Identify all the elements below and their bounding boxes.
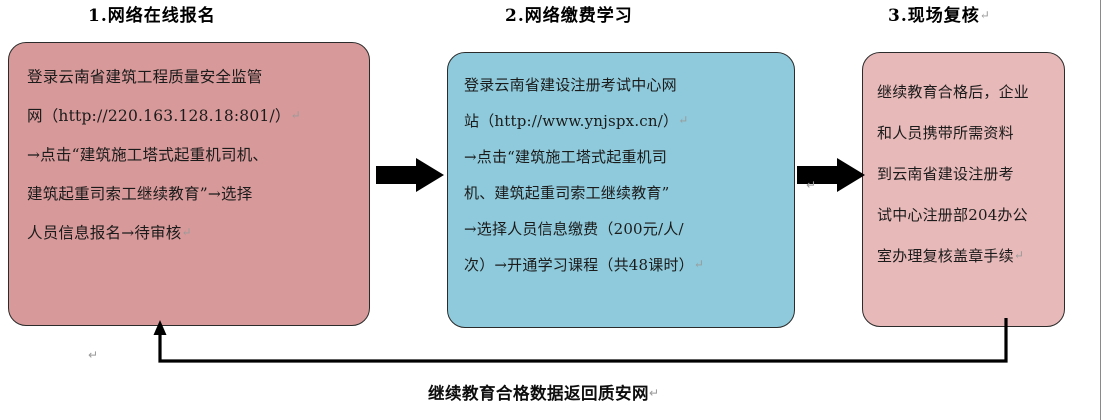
box-text-line: 次）→开通学习课程（共48课时）↵ — [464, 247, 780, 283]
process-box-step-1-body: 登录云南省建筑工程质量安全监管 网（http://220.163.128.18:… — [9, 43, 369, 262]
box-line-text: 到云南省建设注册考 — [877, 165, 1014, 183]
paragraph-mark-icon: ↵ — [979, 8, 990, 22]
feedback-caption-text: 继续教育合格数据返回质安网 — [428, 384, 649, 403]
process-box-step-1[interactable]: 登录云南省建筑工程质量安全监管 网（http://220.163.128.18:… — [8, 42, 370, 326]
paragraph-mark-icon: ↵ — [88, 348, 99, 362]
box-line-text: →选择人员信息缴费（200元/人/ — [464, 220, 684, 238]
box-text-line: →点击“建筑施工塔式起重机司机、 — [27, 135, 351, 174]
box-text-line: 试中心注册部204办公 — [877, 194, 1052, 235]
box-line-text: 登录云南省建设注册考试中心网 — [464, 76, 677, 94]
box-text-line: 登录云南省建筑工程质量安全监管 — [27, 57, 351, 96]
box-line-text: 试中心注册部204办公 — [877, 206, 1028, 224]
process-box-step-2-body: 登录云南省建设注册考试中心网 站（http://www.ynjspx.cn/）↵… — [448, 53, 794, 293]
box-line-text: →点击“建筑施工塔式起重机司 — [464, 148, 668, 166]
box-text-line: 网（http://220.163.128.18:801/）↵ — [27, 96, 351, 135]
column-title-step-3: 3.现场复核↵ — [888, 8, 990, 25]
column-title-step-2-text: 2.网络缴费学习 — [505, 6, 633, 26]
box-text-line: 登录云南省建设注册考试中心网 — [464, 67, 780, 103]
box-text-line: →选择人员信息缴费（200元/人/ — [464, 211, 780, 247]
paragraph-mark-icon: ↵ — [1013, 248, 1024, 262]
box-line-text: 建筑起重司索工继续教育”→选择 — [27, 185, 253, 203]
paragraph-mark-icon: ↵ — [290, 108, 301, 122]
box-line-text: 人员信息报名→待审核 — [27, 224, 182, 242]
paragraph-mark-icon: ↵ — [693, 257, 704, 271]
box-line-text: 网（http://220.163.128.18:801/） — [27, 107, 291, 125]
box-line-text: 机、建筑起重司索工继续教育” — [464, 184, 670, 202]
page-margin-rule — [1100, 0, 1101, 420]
paragraph-mark-icon: ↵ — [806, 178, 817, 192]
arrow-step1-to-step2-icon — [376, 158, 444, 192]
box-line-text: 站（http://www.ynjspx.cn/） — [464, 112, 679, 130]
feedback-arrow-step3-to-step1-icon — [150, 318, 1020, 376]
box-text-line: 室办理复核盖章手续↵ — [877, 235, 1052, 276]
box-text-line: 建筑起重司索工继续教育”→选择 — [27, 174, 351, 213]
box-text-line: 到云南省建设注册考 — [877, 153, 1052, 194]
box-line-text: 室办理复核盖章手续 — [877, 247, 1014, 265]
paragraph-mark-icon: ↵ — [649, 386, 660, 400]
column-title-step-1: 1.网络在线报名 — [88, 8, 216, 25]
column-title-step-1-text: 1.网络在线报名 — [88, 6, 216, 26]
arrow-step2-to-step3-icon — [797, 158, 865, 192]
box-text-line: 站（http://www.ynjspx.cn/）↵ — [464, 103, 780, 139]
feedback-caption: 继续教育合格数据返回质安网↵ — [428, 380, 659, 404]
box-text-line: 机、建筑起重司索工继续教育” — [464, 175, 780, 211]
box-text-line: 和人员携带所需资料 — [877, 112, 1052, 153]
box-line-text: 和人员携带所需资料 — [877, 124, 1014, 142]
box-line-text: 登录云南省建筑工程质量安全监管 — [27, 68, 263, 86]
box-line-text: 次）→开通学习课程（共48课时） — [464, 256, 694, 274]
box-line-text: →点击“建筑施工塔式起重机司机、 — [27, 146, 269, 164]
paragraph-mark-icon: ↵ — [678, 113, 689, 127]
box-text-line: 人员信息报名→待审核↵ — [27, 213, 351, 252]
process-box-step-3[interactable]: 继续教育合格后，企业 和人员携带所需资料 到云南省建设注册考 试中心注册部204… — [862, 52, 1065, 327]
box-text-line: 继续教育合格后，企业 — [877, 71, 1052, 112]
column-title-step-3-text: 3.现场复核 — [888, 6, 980, 26]
process-box-step-3-body: 继续教育合格后，企业 和人员携带所需资料 到云南省建设注册考 试中心注册部204… — [863, 53, 1064, 286]
column-title-step-2: 2.网络缴费学习 — [505, 8, 633, 25]
box-line-text: 继续教育合格后，企业 — [877, 83, 1030, 101]
process-box-step-2[interactable]: 登录云南省建设注册考试中心网 站（http://www.ynjspx.cn/）↵… — [447, 52, 795, 328]
box-text-line: →点击“建筑施工塔式起重机司 — [464, 139, 780, 175]
paragraph-mark-icon: ↵ — [181, 225, 192, 239]
